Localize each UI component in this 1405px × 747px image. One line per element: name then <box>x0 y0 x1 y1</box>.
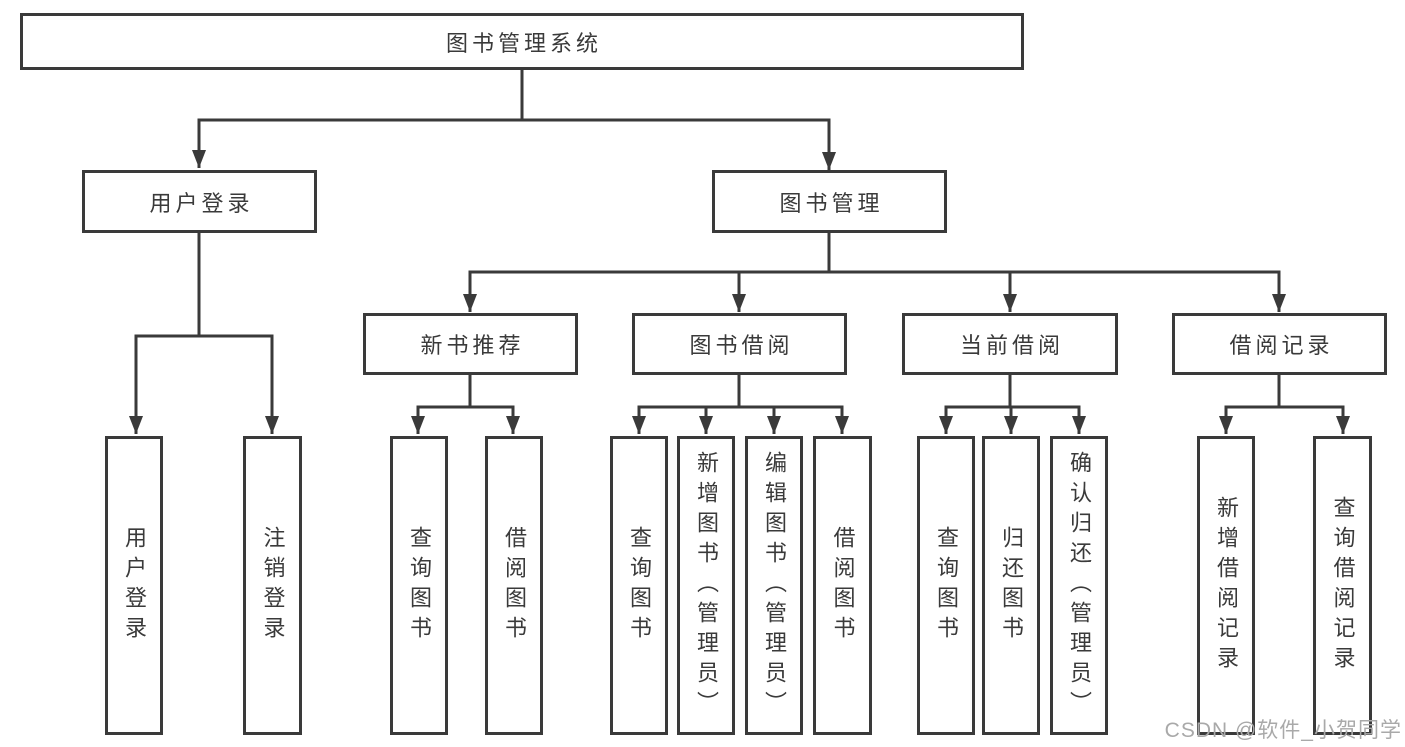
leaf-user-login: 用户登录 <box>105 436 163 735</box>
node-label: 用户登录 <box>122 525 147 646</box>
node-label: 图书借阅 <box>689 333 794 358</box>
node-label: 查询图书 <box>627 525 652 646</box>
node-label: 当前借阅 <box>959 333 1064 358</box>
leaf-add-borrow-record: 新增借阅记录 <box>1197 436 1255 735</box>
leaf-query-books-current: 查询图书 <box>917 436 975 735</box>
node-label: 确认归还（管理员） <box>1067 450 1092 721</box>
csdn-watermark: CSDN @软件_小贺同学 <box>1164 719 1402 742</box>
node-current-borrow: 当前借阅 <box>902 313 1118 375</box>
leaf-query-borrow-record: 查询借阅记录 <box>1313 436 1372 735</box>
leaf-return-books: 归还图书 <box>982 436 1040 735</box>
node-label: 借阅记录 <box>1229 333 1334 358</box>
node-label: 查询图书 <box>407 525 432 646</box>
node-borrow-records: 借阅记录 <box>1172 313 1387 375</box>
node-user-login-branch: 用户登录 <box>82 170 317 233</box>
node-label: 归还图书 <box>999 525 1024 646</box>
node-label: 借阅图书 <box>502 525 527 646</box>
leaf-borrow-books: 借阅图书 <box>813 436 872 735</box>
node-label: 新书推荐 <box>420 333 525 358</box>
node-book-borrow: 图书借阅 <box>632 313 847 375</box>
leaf-confirm-return-admin: 确认归还（管理员） <box>1050 436 1108 735</box>
leaf-logout: 注销登录 <box>243 436 302 735</box>
node-label: 查询图书 <box>934 525 959 646</box>
leaf-add-books-admin: 新增图书（管理员） <box>677 436 735 735</box>
node-label: 图书管理 <box>779 190 884 216</box>
node-label: 新增借阅记录 <box>1214 495 1239 676</box>
node-label: 图书管理系统 <box>445 30 602 56</box>
node-label: 编辑图书（管理员） <box>762 450 787 721</box>
leaf-edit-books-admin: 编辑图书（管理员） <box>745 436 803 735</box>
node-label: 查询借阅记录 <box>1330 495 1356 676</box>
node-book-management: 图书管理 <box>712 170 947 233</box>
leaf-borrow-books-recommend: 借阅图书 <box>485 436 543 735</box>
node-new-book-recommend: 新书推荐 <box>363 313 578 375</box>
leaf-query-books-recommend: 查询图书 <box>390 436 448 735</box>
node-label: 用户登录 <box>149 190 254 216</box>
node-root-system: 图书管理系统 <box>20 13 1024 70</box>
node-label: 借阅图书 <box>830 525 856 646</box>
node-label: 新增图书（管理员） <box>694 450 719 721</box>
node-label: 注销登录 <box>260 525 286 646</box>
leaf-query-books-borrow: 查询图书 <box>610 436 668 735</box>
